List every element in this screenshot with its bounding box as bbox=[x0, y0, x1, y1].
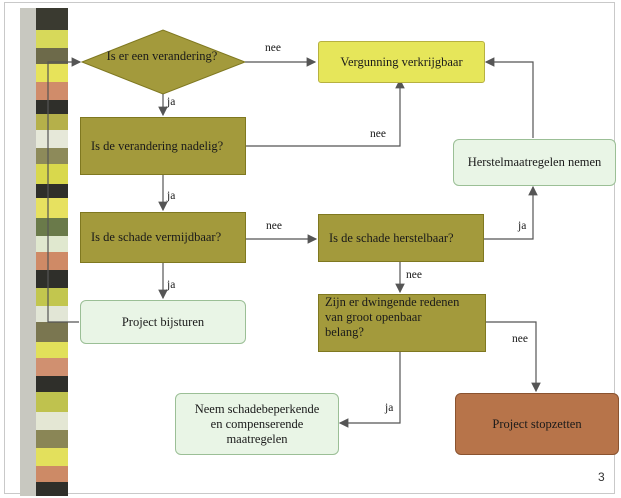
node-start-label: Is er een verandering? bbox=[106, 49, 218, 63]
node-permit-label: Vergunning verkrijgbaar bbox=[340, 54, 463, 69]
node-reasons-line-3: belang? bbox=[325, 325, 364, 339]
edge-label-start-harmful: ja bbox=[167, 96, 176, 108]
edge-label-reasons-stop: nee bbox=[512, 333, 528, 345]
node-stop-label: Project stopzetten bbox=[492, 416, 582, 431]
node-harmful: Is de verandering nadelig? bbox=[80, 117, 246, 175]
node-mitigate-line-3: maatregelen bbox=[226, 431, 288, 446]
node-avoidable-label: Is de schade vermijdbaar? bbox=[91, 230, 222, 244]
edge-label-reasons-mitigate: ja bbox=[385, 402, 394, 414]
node-reasons-line-1: Zijn er dwingende redenen bbox=[325, 295, 460, 309]
edge-label-avoidable-repairable: nee bbox=[266, 220, 282, 232]
slide-frame bbox=[4, 2, 615, 494]
edge-label-start-permit: nee bbox=[265, 42, 281, 54]
node-stop: Project stopzetten bbox=[455, 393, 619, 455]
node-reasons: Zijn er dwingende redenen van groot open… bbox=[318, 294, 486, 352]
edge-label-repairable-restore: ja bbox=[518, 220, 527, 232]
edge-label-avoidable-adjust: ja bbox=[167, 279, 176, 291]
edge-label-harmful-permit: nee bbox=[370, 128, 386, 140]
node-adjust: Project bijsturen bbox=[80, 300, 246, 344]
node-repairable: Is de schade herstelbaar? bbox=[318, 214, 484, 262]
edge-label-repairable-reasons: nee bbox=[406, 269, 422, 281]
node-restore: Herstelmaatregelen nemen bbox=[453, 139, 616, 186]
node-mitigate-line-2: en compenserende bbox=[210, 416, 304, 431]
node-harmful-label: Is de verandering nadelig? bbox=[91, 138, 224, 153]
node-repairable-label: Is de schade herstelbaar? bbox=[329, 230, 454, 245]
node-mitigate-line-1: Neem schadebeperkende bbox=[194, 401, 320, 416]
edge-label-harmful-avoidable: ja bbox=[167, 190, 176, 202]
node-mitigate: Neem schadebeperkende en compenserende m… bbox=[175, 393, 339, 455]
node-permit: Vergunning verkrijgbaar bbox=[318, 41, 485, 83]
decorative-stripe-bands bbox=[36, 8, 68, 496]
node-avoidable: Is de schade vermijdbaar? bbox=[80, 212, 246, 263]
node-reasons-line-2: van groot openbaar bbox=[325, 310, 422, 324]
node-adjust-label: Project bijsturen bbox=[121, 314, 205, 329]
node-restore-label: Herstelmaatregelen nemen bbox=[467, 155, 602, 169]
page-number: 3 bbox=[598, 470, 605, 484]
